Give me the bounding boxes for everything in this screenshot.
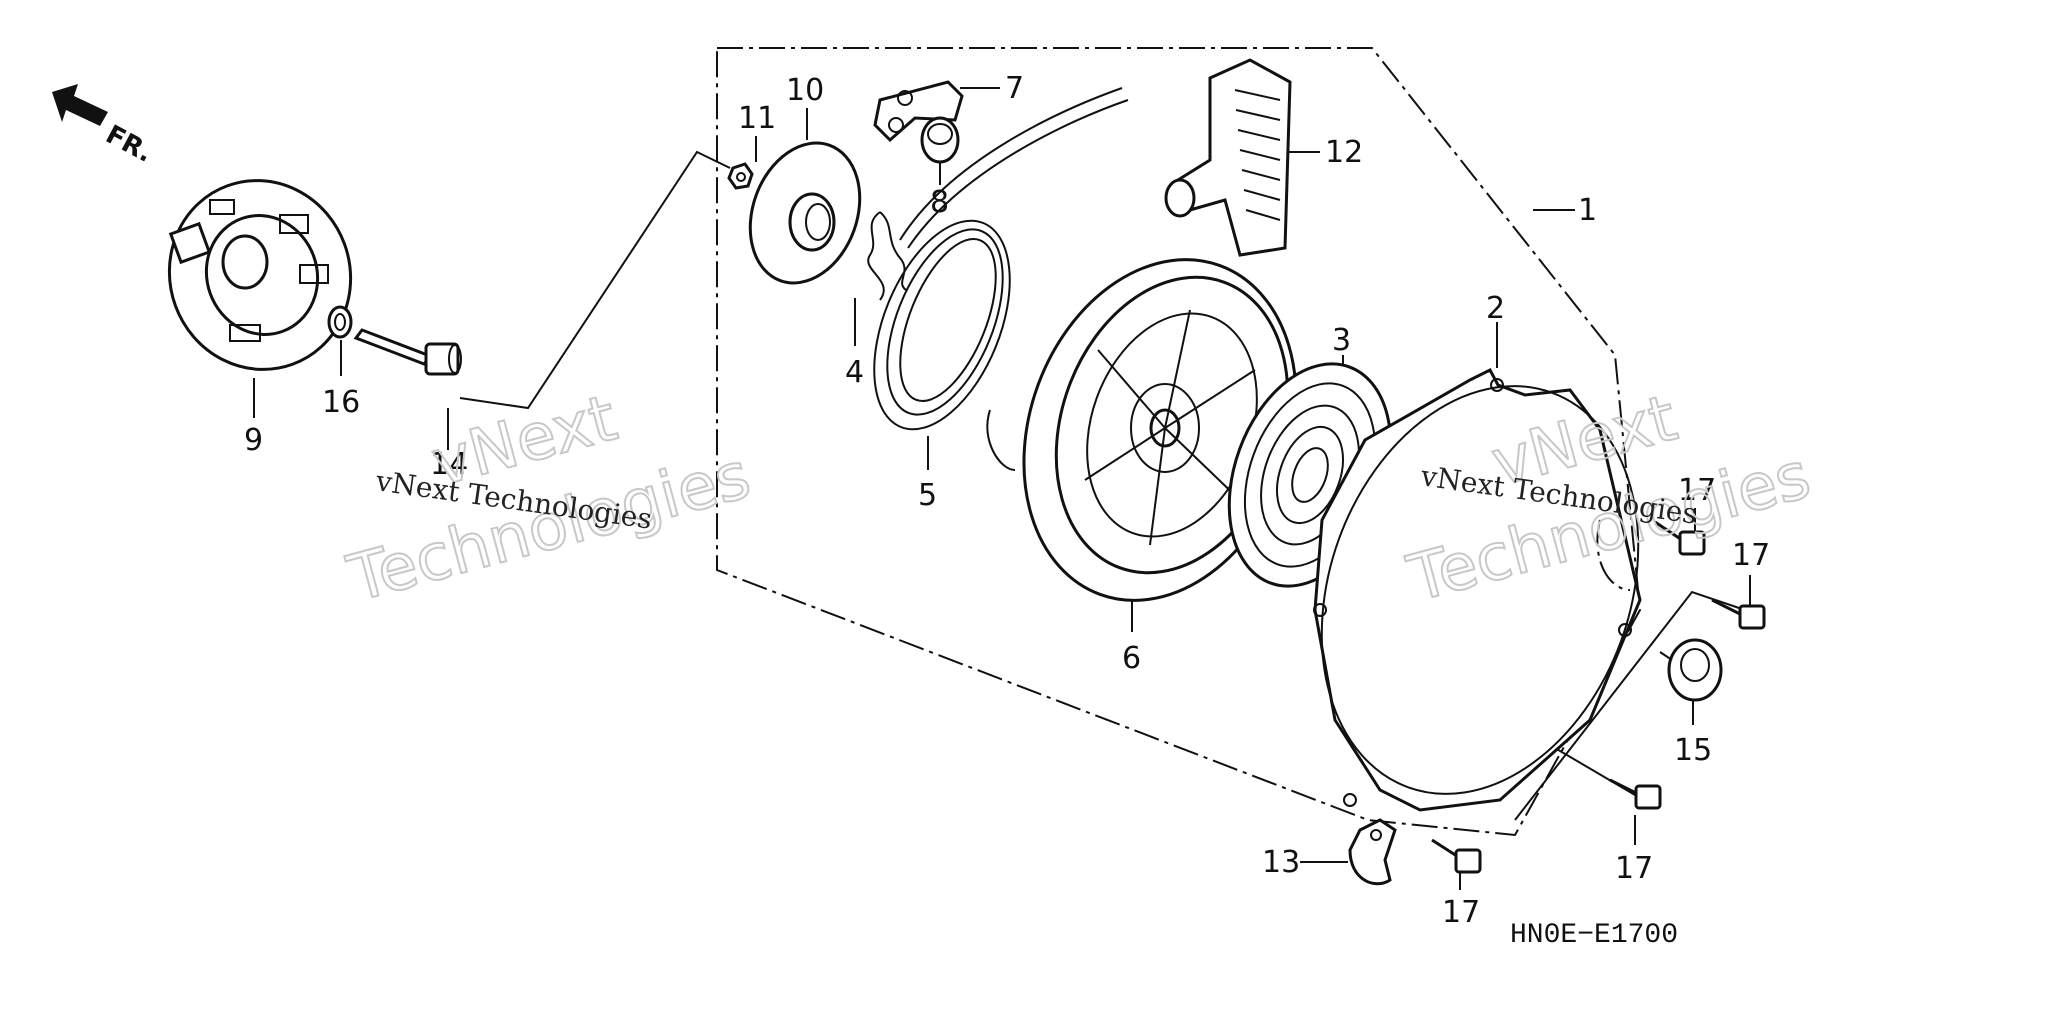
collar-part — [920, 116, 960, 164]
nut-part — [727, 162, 754, 190]
starter-rope-part — [873, 87, 1129, 471]
clip-part — [1659, 638, 1723, 702]
callout-8: 8 — [930, 185, 949, 220]
callout-17-a: 17 — [1678, 473, 1716, 508]
washer-part — [327, 305, 353, 339]
callout-13: 13 — [1262, 845, 1300, 880]
callout-17-b: 17 — [1732, 538, 1770, 573]
long-bolt-part — [353, 328, 462, 376]
spring-clip-part — [867, 211, 907, 301]
front-direction-arrow: FR. — [52, 84, 157, 169]
starter-case-part — [1313, 368, 1642, 812]
leader-lines — [253, 87, 1751, 890]
flange-bolt-lower-right — [1609, 778, 1662, 810]
callout-14: 14 — [430, 447, 468, 482]
flange-bolt-bottom — [1431, 838, 1482, 874]
callout-15: 15 — [1674, 733, 1712, 768]
friction-plate-part — [748, 141, 862, 285]
callout-3: 3 — [1332, 323, 1351, 358]
callout-10: 10 — [786, 73, 824, 108]
callout-11: 11 — [738, 101, 776, 136]
callout-16: 16 — [322, 385, 360, 420]
callout-17-c: 17 — [1615, 851, 1653, 886]
callout-4: 4 — [845, 355, 864, 390]
callout-7: 7 — [1005, 71, 1024, 106]
starter-grip-part — [1164, 58, 1292, 257]
diagram-code: HN0E−E1700 — [1510, 920, 1678, 951]
callout-9: 9 — [244, 423, 263, 458]
callout-17-d: 17 — [1442, 895, 1480, 930]
flange-bolt-right — [1711, 598, 1766, 630]
callout-1: 1 — [1578, 193, 1597, 228]
reel-part — [1022, 258, 1298, 602]
flange-bolt-upper-right — [1654, 520, 1706, 556]
cord-guide-part — [1348, 818, 1397, 886]
callout-12: 12 — [1325, 135, 1363, 170]
callout-6: 6 — [1122, 641, 1141, 676]
callout-labels: 1 2 3 4 5 6 7 8 9 10 11 12 13 14 15 16 1… — [244, 71, 1770, 930]
callout-2: 2 — [1486, 291, 1505, 326]
callout-5: 5 — [918, 478, 937, 513]
starter-pulley-part — [167, 179, 353, 371]
front-label: FR. — [101, 120, 158, 169]
